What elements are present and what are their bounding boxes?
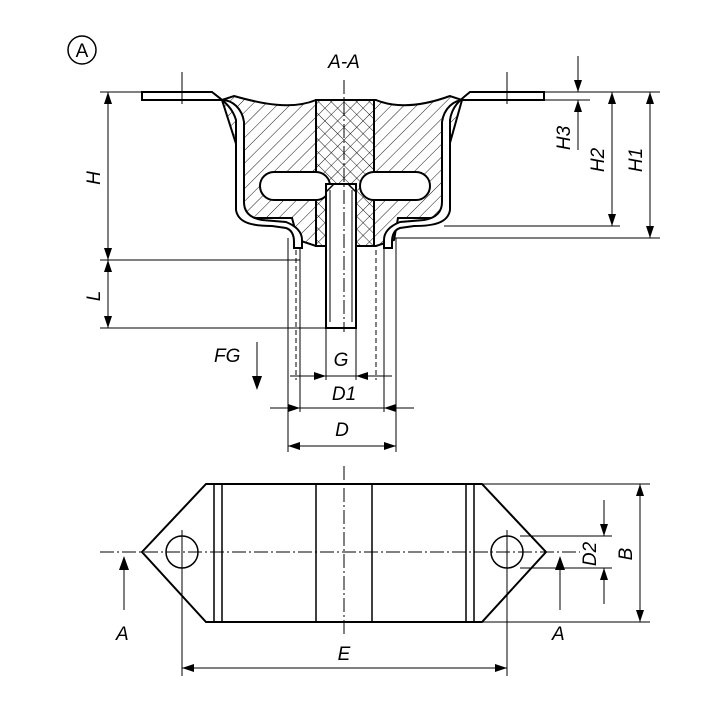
label-H1: H1 — [626, 148, 647, 172]
view-marker: A — [67, 35, 97, 65]
label-B: B — [616, 547, 637, 560]
dim-D2: D2 — [520, 500, 612, 604]
cavity-right — [359, 171, 431, 201]
dim-D: D — [288, 420, 396, 450]
section-arrow-right: A — [551, 624, 565, 645]
dim-B: B — [482, 483, 650, 623]
section-label: A-A — [327, 52, 360, 73]
dim-H: H — [84, 91, 300, 261]
force-FG: FG — [214, 342, 262, 390]
threaded-stud — [325, 183, 357, 329]
label-H3: H3 — [554, 125, 575, 150]
svg-text:A: A — [76, 41, 89, 62]
section-arrow-left: A — [115, 624, 129, 645]
cavity-left — [259, 171, 331, 201]
label-E: E — [338, 644, 351, 665]
dim-D1: D1 — [270, 384, 414, 412]
label-FG: FG — [214, 346, 240, 367]
section-arrows: A A — [115, 556, 565, 645]
label-L: L — [84, 291, 105, 302]
label-D1: D1 — [332, 384, 356, 405]
label-G: G — [334, 350, 349, 371]
label-H2: H2 — [588, 147, 609, 172]
section-view — [141, 72, 545, 452]
top-view — [100, 466, 580, 636]
label-D2: D2 — [580, 541, 601, 566]
metal-housing — [141, 91, 303, 249]
label-H: H — [84, 171, 105, 185]
dim-L: L — [84, 260, 326, 329]
label-D: D — [335, 420, 349, 441]
dim-E: E — [181, 574, 508, 676]
dim-H-right: H3 H2 H1 — [394, 56, 660, 239]
dim-G: G — [290, 350, 392, 380]
